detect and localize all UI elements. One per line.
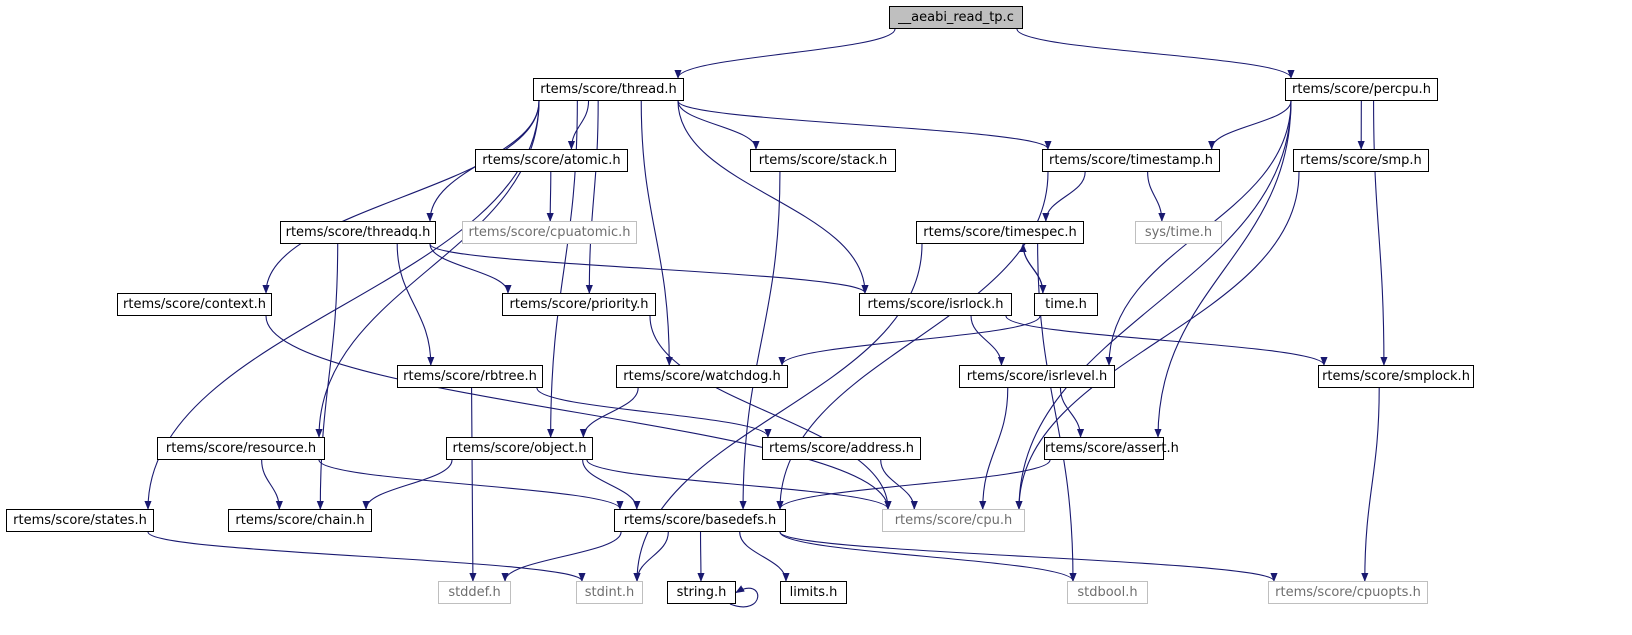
edge-threadq-to-rbtree [396,243,435,366]
edge-timestamp-to-systime [1147,171,1166,222]
edge-thread-to-isrlock [677,100,869,294]
node-atomic-h[interactable]: rtems/score/atomic.h [475,149,628,172]
node-isrlevel-h[interactable]: rtems/score/isrlevel.h [959,365,1115,388]
edge-stack-to-basedefs [739,171,781,510]
node-sys-time-h: sys/time.h [1135,221,1222,244]
edge-thread-to-watchdog [640,100,673,366]
edge-timestamp-to-timespec [1042,171,1086,222]
node-cpuatomic-h: rtems/score/cpuatomic.h [462,221,637,244]
edge-aeabi-to-percpu [1016,28,1295,79]
edge-percpu-to-cpu [1015,100,1292,510]
edge-thread-to-timestamp [677,100,1052,150]
node-stddef-h: stddef.h [438,581,511,604]
node-cpuopts-h: rtems/score/cpuopts.h [1268,581,1428,604]
edge-address-to-cpu [880,459,918,510]
node-chain-h[interactable]: rtems/score/chain.h [228,509,372,532]
edge-threadq-to-chain [316,243,339,510]
edge-basedefs-to-stdbool [779,531,1077,582]
edge-isrlevel-to-cpu [979,387,1009,510]
edge-percpu-to-timestamp [1208,100,1292,150]
node-limits-h[interactable]: limits.h [780,581,847,604]
edge-assert-to-basedefs [776,459,1051,510]
node-smplock-h[interactable]: rtems/score/smplock.h [1318,365,1474,388]
node-isrlock-h[interactable]: rtems/score/isrlock.h [859,293,1012,316]
edge-isrlock-to-isrlevel [970,315,1006,366]
edge-percpu-to-smplock [1373,100,1388,366]
edge-timeh-to-timespec [1019,243,1044,294]
edge-thread-to-atomic [567,100,590,150]
node-percpu-h[interactable]: rtems/score/percpu.h [1285,78,1438,101]
edge-aeabi-to-thread [674,28,896,79]
node-threadq-h[interactable]: rtems/score/threadq.h [280,221,436,244]
edge-resource-to-chain [261,459,283,510]
node-stdint-h: stdint.h [576,581,643,604]
edge-timeh-to-watchdog [778,315,1041,366]
edge-states-to-stdint [147,531,586,582]
edge-isrlevel-to-assert [1059,387,1085,438]
edge-rbtree-to-address [536,387,772,438]
node-priority-h[interactable]: rtems/score/priority.h [502,293,656,316]
node-smp-h[interactable]: rtems/score/smp.h [1293,149,1429,172]
edge-context-to-cpu [265,315,892,510]
edge-basedefs-to-limits [739,531,790,582]
edge-resource-to-basedefs [318,459,624,510]
node-address-h[interactable]: rtems/score/address.h [762,437,921,460]
edge-thread-to-stack [677,100,760,150]
node-basedefs-h[interactable]: rtems/score/basedefs.h [614,509,786,532]
edge-percpu-to-assert [1154,100,1292,438]
edge-object-to-chain [362,459,453,510]
node-context-h[interactable]: rtems/score/context.h [117,293,272,316]
edge-priority-to-cpu [649,315,892,510]
edge-object-to-basedefs [582,459,641,510]
edge-thread-to-priority [585,100,599,294]
edge-atomic-to-cpuatomic [546,171,554,222]
edge-threadq-to-priority [429,243,512,294]
node-cpu-h: rtems/score/cpu.h [882,509,1025,532]
node-resource-h[interactable]: rtems/score/resource.h [157,437,325,460]
node-object-h[interactable]: rtems/score/object.h [446,437,593,460]
node-rbtree-h[interactable]: rtems/score/rbtree.h [397,365,543,388]
node-timespec-h[interactable]: rtems/score/timespec.h [916,221,1084,244]
edge-basedefs-to-cpuopts [779,531,1278,582]
edge-smplock-to-cpuopts [1361,387,1380,582]
node-string-h[interactable]: string.h [667,581,736,604]
edge-basedefs-to-stdint [633,531,669,582]
edge-object-to-cpu [586,459,892,510]
edge-thread-to-context [262,100,540,294]
node-stack-h[interactable]: rtems/score/stack.h [750,149,896,172]
node-assert-h[interactable]: rtems/score/assert.h [1044,437,1179,460]
edge-string-to-string [729,585,759,608]
node-timestamp-h[interactable]: rtems/score/timestamp.h [1042,149,1220,172]
node-stdbool-h: stdbool.h [1067,581,1148,604]
edge-basedefs-to-stddef [501,531,622,582]
node-thread-h[interactable]: rtems/score/thread.h [533,78,684,101]
edge-watchdog-to-object [579,387,639,438]
node-states-h[interactable]: rtems/score/states.h [6,509,154,532]
edge-threadq-to-isrlock [429,243,869,294]
node-time-h[interactable]: time.h [1034,293,1098,316]
edge-isrlock-to-smplock [1005,315,1328,366]
node-aeabi-read-tp-c[interactable]: __aeabi_read_tp.c [889,6,1023,29]
node-watchdog-h[interactable]: rtems/score/watchdog.h [616,365,788,388]
